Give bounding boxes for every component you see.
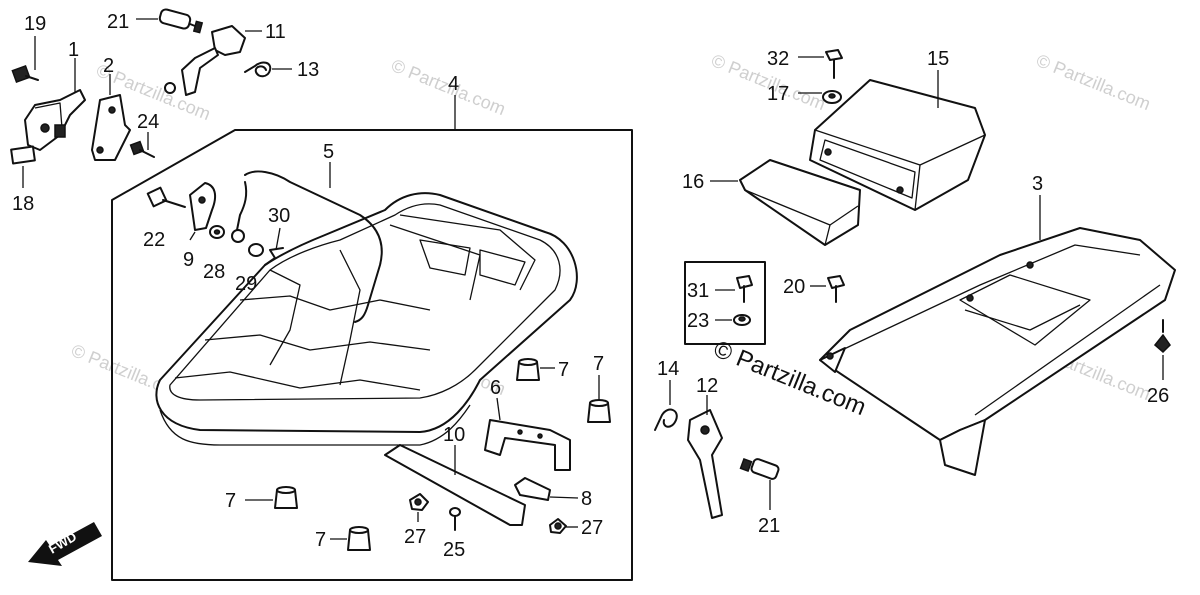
bolt-32 (825, 49, 843, 79)
bolt-31 (736, 275, 753, 303)
callout-7-b: 7 (593, 353, 604, 375)
hook-part (189, 182, 217, 231)
label-18 (10, 145, 36, 165)
seat-lock-1 (24, 89, 86, 151)
nut-27-a (409, 493, 429, 511)
callout-28: 28 (203, 261, 225, 283)
callout-18: 18 (12, 193, 34, 215)
tail-box-15 (809, 79, 986, 211)
callout-29: 29 (235, 273, 257, 295)
callout-15: 15 (927, 48, 949, 70)
callout-7-d: 7 (315, 529, 326, 551)
callout-4: 4 (448, 73, 459, 95)
washer-hole (213, 229, 221, 235)
fwd-direction-marker: FWD (28, 522, 102, 566)
bracket-6 (484, 419, 571, 471)
callout-7-a: 7 (558, 359, 569, 381)
lens-16 (739, 159, 861, 246)
washer-29 (248, 243, 264, 257)
hook-12 (687, 409, 723, 519)
callout-13: 13 (297, 59, 319, 81)
hardware-inset-box (684, 261, 766, 345)
callout-23: 23 (687, 310, 709, 332)
callout-21-top: 21 (107, 11, 129, 33)
pin-21-top (158, 8, 204, 34)
callout-25: 25 (443, 539, 465, 561)
callout-7-c: 7 (225, 490, 236, 512)
bolt-19 (11, 65, 39, 83)
hook-hole (198, 196, 206, 204)
callout-6: 6 (490, 377, 501, 399)
nut-27-b (549, 518, 567, 534)
callout-8: 8 (581, 488, 592, 510)
callout-3: 3 (1032, 173, 1043, 195)
rear-cowl-3 (819, 227, 1176, 476)
callout-1: 1 (68, 39, 79, 61)
seat-part (155, 170, 578, 446)
callout-2: 2 (103, 55, 114, 77)
pin-21-bottom (739, 457, 780, 480)
rubber-7-a (516, 358, 540, 381)
callout-27-a: 27 (404, 526, 426, 548)
spring-13 (244, 61, 272, 78)
callout-11: 11 (265, 21, 286, 43)
callout-22: 22 (143, 229, 165, 251)
callout-12: 12 (696, 375, 718, 397)
callout-24: 24 (137, 111, 159, 133)
leader-line (496, 397, 501, 421)
callout-14: 14 (657, 358, 679, 380)
callout-27-b: 27 (581, 517, 603, 539)
seat-assembly-frame (111, 129, 633, 581)
watermark-text: © Partzilla.com (1034, 50, 1154, 114)
washer-17 (822, 90, 842, 104)
bolt-20 (827, 275, 845, 303)
bolt-22 (146, 186, 186, 208)
callout-26: 26 (1147, 385, 1169, 407)
rubber-7-c (274, 486, 298, 509)
rubber-7-d (347, 526, 371, 551)
spring-14 (654, 408, 678, 431)
rubber-7-b (587, 399, 611, 423)
callout-5: 5 (323, 141, 334, 163)
callout-16: 16 (682, 171, 704, 193)
nut-23 (733, 314, 751, 326)
bar-10 (384, 444, 526, 526)
leader-line (189, 231, 196, 241)
plate-2 (91, 94, 131, 161)
leader-line (549, 496, 579, 499)
screw-26 (1153, 319, 1171, 354)
cushion-8 (514, 477, 551, 501)
callout-9: 9 (183, 249, 194, 271)
callout-32: 32 (767, 48, 789, 70)
callout-21-bottom: 21 (758, 515, 780, 537)
latch-11 (164, 25, 246, 96)
callout-20: 20 (783, 276, 805, 298)
callout-labels: 19 21 11 13 1 2 24 18 4 5 22 9 28 29 30 … (12, 11, 1169, 561)
leader-line (275, 227, 281, 251)
callout-31: 31 (687, 280, 709, 302)
bolt-24 (129, 140, 155, 158)
callout-30: 30 (268, 205, 290, 227)
callout-19: 19 (24, 13, 46, 35)
callout-17: 17 (767, 83, 789, 105)
screw-25 (449, 507, 461, 531)
callout-10: 10 (443, 424, 465, 446)
